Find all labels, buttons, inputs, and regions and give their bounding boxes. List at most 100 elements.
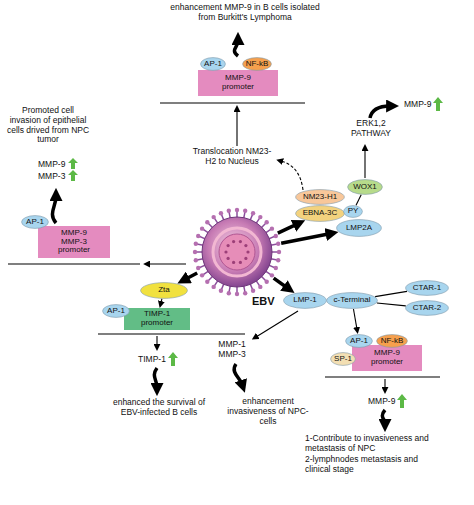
virus-knob	[251, 289, 255, 293]
capsid-dot	[239, 240, 242, 243]
virus-knob	[277, 250, 281, 254]
box-shape	[38, 226, 110, 258]
thick-arrow-connector	[274, 278, 287, 288]
node-text: TIMP-1 promoter	[137, 310, 177, 328]
node-outline	[192, 207, 282, 297]
node-text: CTAR-1	[413, 284, 441, 293]
thin-arrow	[364, 149, 365, 178]
oval-shape	[284, 293, 327, 309]
annotation-text: 2-lymphnodes metastasis and clinical sta…	[305, 455, 445, 475]
virus-knob	[243, 209, 247, 213]
capsid-dot	[227, 244, 230, 247]
annotation-text: TIMP-1	[138, 355, 168, 365]
protein-oval: EBNA-3C	[295, 205, 345, 222]
box-shape	[198, 70, 278, 96]
dna-line	[98, 333, 245, 334]
dna-line	[325, 376, 440, 377]
thin-connector	[353, 309, 356, 329]
thin-connector	[161, 299, 162, 303]
virus-knob	[205, 220, 209, 224]
oval-shape	[243, 58, 272, 71]
virus-knob	[270, 226, 274, 230]
oval-shape	[406, 301, 449, 316]
thick-arrow-connector	[278, 224, 297, 233]
virus-knob	[243, 291, 247, 295]
virus-knob	[251, 211, 255, 215]
capsid-dot	[227, 257, 230, 260]
virus-knob	[264, 220, 268, 224]
thick-arrow	[370, 106, 390, 118]
box-shape	[352, 345, 422, 371]
annotation-text: ERK1,2 PATHWAY	[348, 119, 394, 139]
oval-shape	[327, 293, 378, 309]
capsid-dot	[244, 257, 247, 260]
capsid-dot	[232, 261, 235, 264]
annotation-text: enhancement invasiveness of NPC-cells	[222, 397, 314, 426]
protein-oval: WOX1	[347, 179, 383, 195]
thick-arrow-connector	[281, 234, 329, 244]
virus-tegument	[213, 228, 261, 276]
protein-oval: AP-1	[102, 304, 130, 318]
oval-shape	[103, 305, 130, 318]
thin-arrow	[148, 263, 186, 264]
capsid-dot	[246, 250, 249, 253]
increase-arrow	[397, 394, 407, 408]
annotation-text: MMP-1 MMP-3	[214, 340, 250, 360]
annotation-text: Promoted cell invasion of epithelial cel…	[6, 106, 90, 145]
promoter-box: MMP-9 promoter	[198, 70, 278, 96]
virus-knob	[211, 285, 215, 289]
node-text: EBV	[252, 295, 275, 307]
protein-oval: Zta	[140, 282, 188, 299]
thin-connector	[377, 303, 406, 306]
oval-shape	[344, 206, 363, 218]
oval-shape	[331, 353, 356, 366]
node-text: LMP-1	[293, 296, 317, 305]
virus-knob	[193, 250, 197, 254]
virus-knob	[270, 273, 274, 277]
annotation-text: MMP-3	[38, 172, 68, 182]
capsid-dot	[232, 240, 235, 243]
virus-knob	[200, 226, 204, 230]
protein-oval: AP-1	[345, 334, 373, 348]
virus-knob	[235, 292, 239, 296]
node-text: PY	[348, 207, 359, 216]
increase-arrow	[68, 170, 78, 181]
virus-knob	[235, 208, 239, 212]
virus-knob	[219, 211, 223, 215]
thin-arrow	[156, 336, 157, 346]
oval-shape	[296, 206, 345, 222]
node-text: NM23-H1	[303, 193, 337, 202]
virus-knob	[196, 266, 200, 270]
node-text: AP-1	[107, 307, 125, 316]
oval-shape	[22, 216, 49, 229]
node-text: NF-kB	[381, 337, 404, 346]
protein-oval: NF-kB	[376, 334, 408, 348]
thick-arrow	[382, 410, 385, 423]
protein-oval: LMP-1	[283, 292, 327, 309]
thick-arrow	[234, 41, 238, 56]
thin-connector	[375, 291, 407, 296]
oval-shape	[346, 335, 373, 348]
annotation-text: MMP-9	[404, 100, 434, 110]
promoter-box: MMP-9 promoter	[352, 345, 422, 371]
node-text: MMP-9 promoter	[365, 349, 409, 367]
dna-line	[160, 102, 305, 103]
thick-arrow	[154, 368, 157, 387]
node-text: MMP-9 promoter	[216, 74, 260, 92]
oval-shape	[377, 335, 408, 348]
increase-arrow	[168, 352, 178, 366]
annotation-text: MMP-9	[38, 160, 68, 170]
protein-oval: NF-kB	[242, 57, 272, 71]
virus-knob	[200, 273, 204, 277]
protein-oval: AP-1	[21, 215, 49, 229]
virus-knob	[194, 258, 198, 262]
promoter-box: TIMP-1 promoter	[124, 308, 190, 330]
protein-oval: NM23-H1	[295, 189, 345, 205]
virus-knob	[194, 242, 198, 246]
dna-line	[8, 263, 140, 264]
thin-arrow	[236, 110, 237, 146]
increase-arrow	[68, 158, 78, 169]
oval-shape	[348, 180, 383, 195]
annotation-text: Translocation NM23-H2 to Nucleus	[192, 147, 272, 167]
virus-knob	[258, 215, 262, 219]
